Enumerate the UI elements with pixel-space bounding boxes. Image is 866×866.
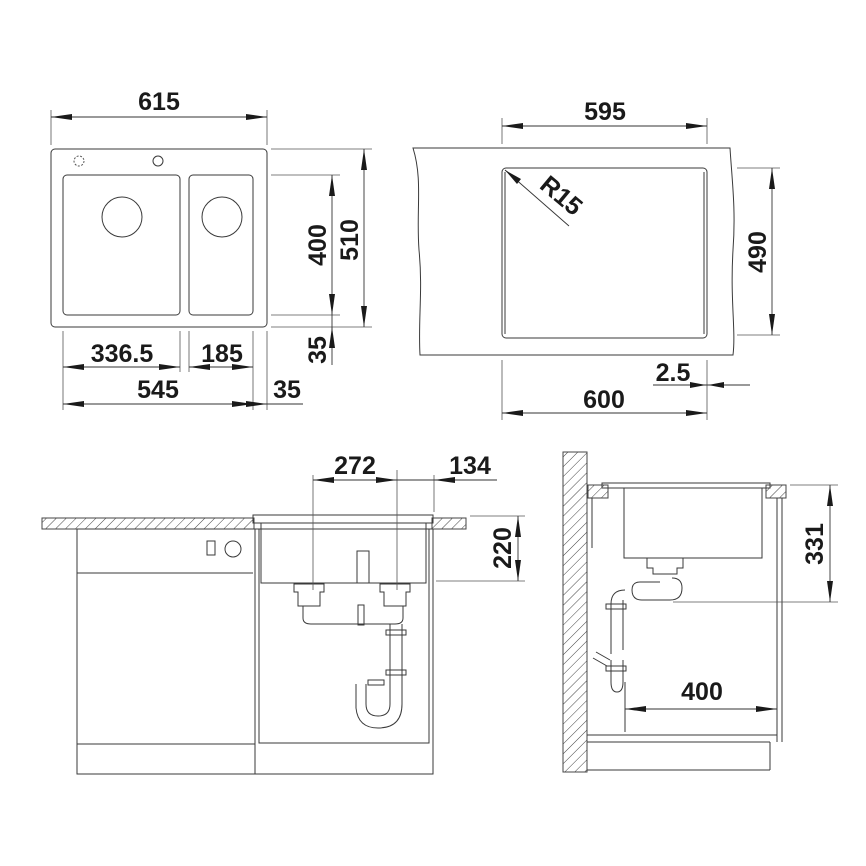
dim-drain-to-edge: 134 (449, 452, 491, 480)
bend-pipe (631, 577, 683, 601)
drain-left (293, 583, 325, 607)
dim-overall-depth: 510 (336, 219, 364, 261)
countertop-section (412, 147, 735, 356)
sink-rim-side (601, 482, 771, 489)
main-bowl (62, 174, 181, 316)
dim-side-rim: 35 (273, 376, 301, 404)
dim-small-bowl-width: 185 (201, 340, 243, 368)
sink-bowl-side (623, 487, 763, 559)
wall (562, 451, 588, 773)
cutout-outline (501, 167, 708, 339)
dim-main-bowl-width: 336.5 (91, 340, 154, 368)
dim-drain-spacing: 272 (334, 452, 376, 480)
trap-inlet (592, 651, 611, 667)
dishwasher-knob-icon (224, 540, 242, 558)
countertop-left (41, 517, 255, 530)
trap-pipe (365, 624, 391, 717)
dim-cutout-width: 595 (584, 98, 626, 126)
sink-rim (252, 514, 434, 524)
dim-overall-width: 615 (138, 88, 180, 116)
side-section-view: 331 400 (562, 451, 838, 773)
tap-hole-icon (152, 155, 164, 167)
dim-cutout-depth: 490 (744, 231, 772, 273)
front-section-view: 272 134 220 (41, 452, 525, 775)
main-drain-icon (101, 196, 143, 238)
dim-bowl-depth: 400 (304, 224, 332, 266)
dim-cabinet-width: 600 (583, 386, 625, 414)
sink-outline (50, 148, 268, 328)
dim-front-rim: 35 (304, 336, 332, 364)
dishwasher-cabinet (76, 528, 256, 775)
drain-side (646, 557, 684, 575)
dim-bowls-total-width: 545 (137, 376, 179, 404)
countertop-front (765, 484, 787, 499)
cutout-view: R15 595 490 600 2.5 (412, 98, 780, 420)
overflow (356, 550, 370, 584)
drain-right (379, 583, 411, 607)
sink-cabinet (254, 528, 434, 775)
small-bowl (188, 174, 254, 316)
countertop-back (587, 484, 609, 499)
dim-outlet-height: 331 (801, 523, 829, 565)
top-view: 615 400 510 35 336.5 185 545 3 (50, 88, 372, 410)
dishwasher-button-icon (206, 540, 216, 556)
connector-pipe (302, 606, 404, 625)
dim-bowl-height: 220 (489, 527, 517, 569)
dim-offset: 2.5 (656, 359, 691, 387)
dim-trap-to-front: 400 (681, 678, 723, 706)
sink-bowl (260, 522, 427, 584)
countertop-right (431, 517, 467, 530)
tap-hole-optional-icon (73, 155, 85, 167)
small-drain-icon (201, 196, 243, 238)
dim-corner-radius: R15 (535, 170, 588, 221)
